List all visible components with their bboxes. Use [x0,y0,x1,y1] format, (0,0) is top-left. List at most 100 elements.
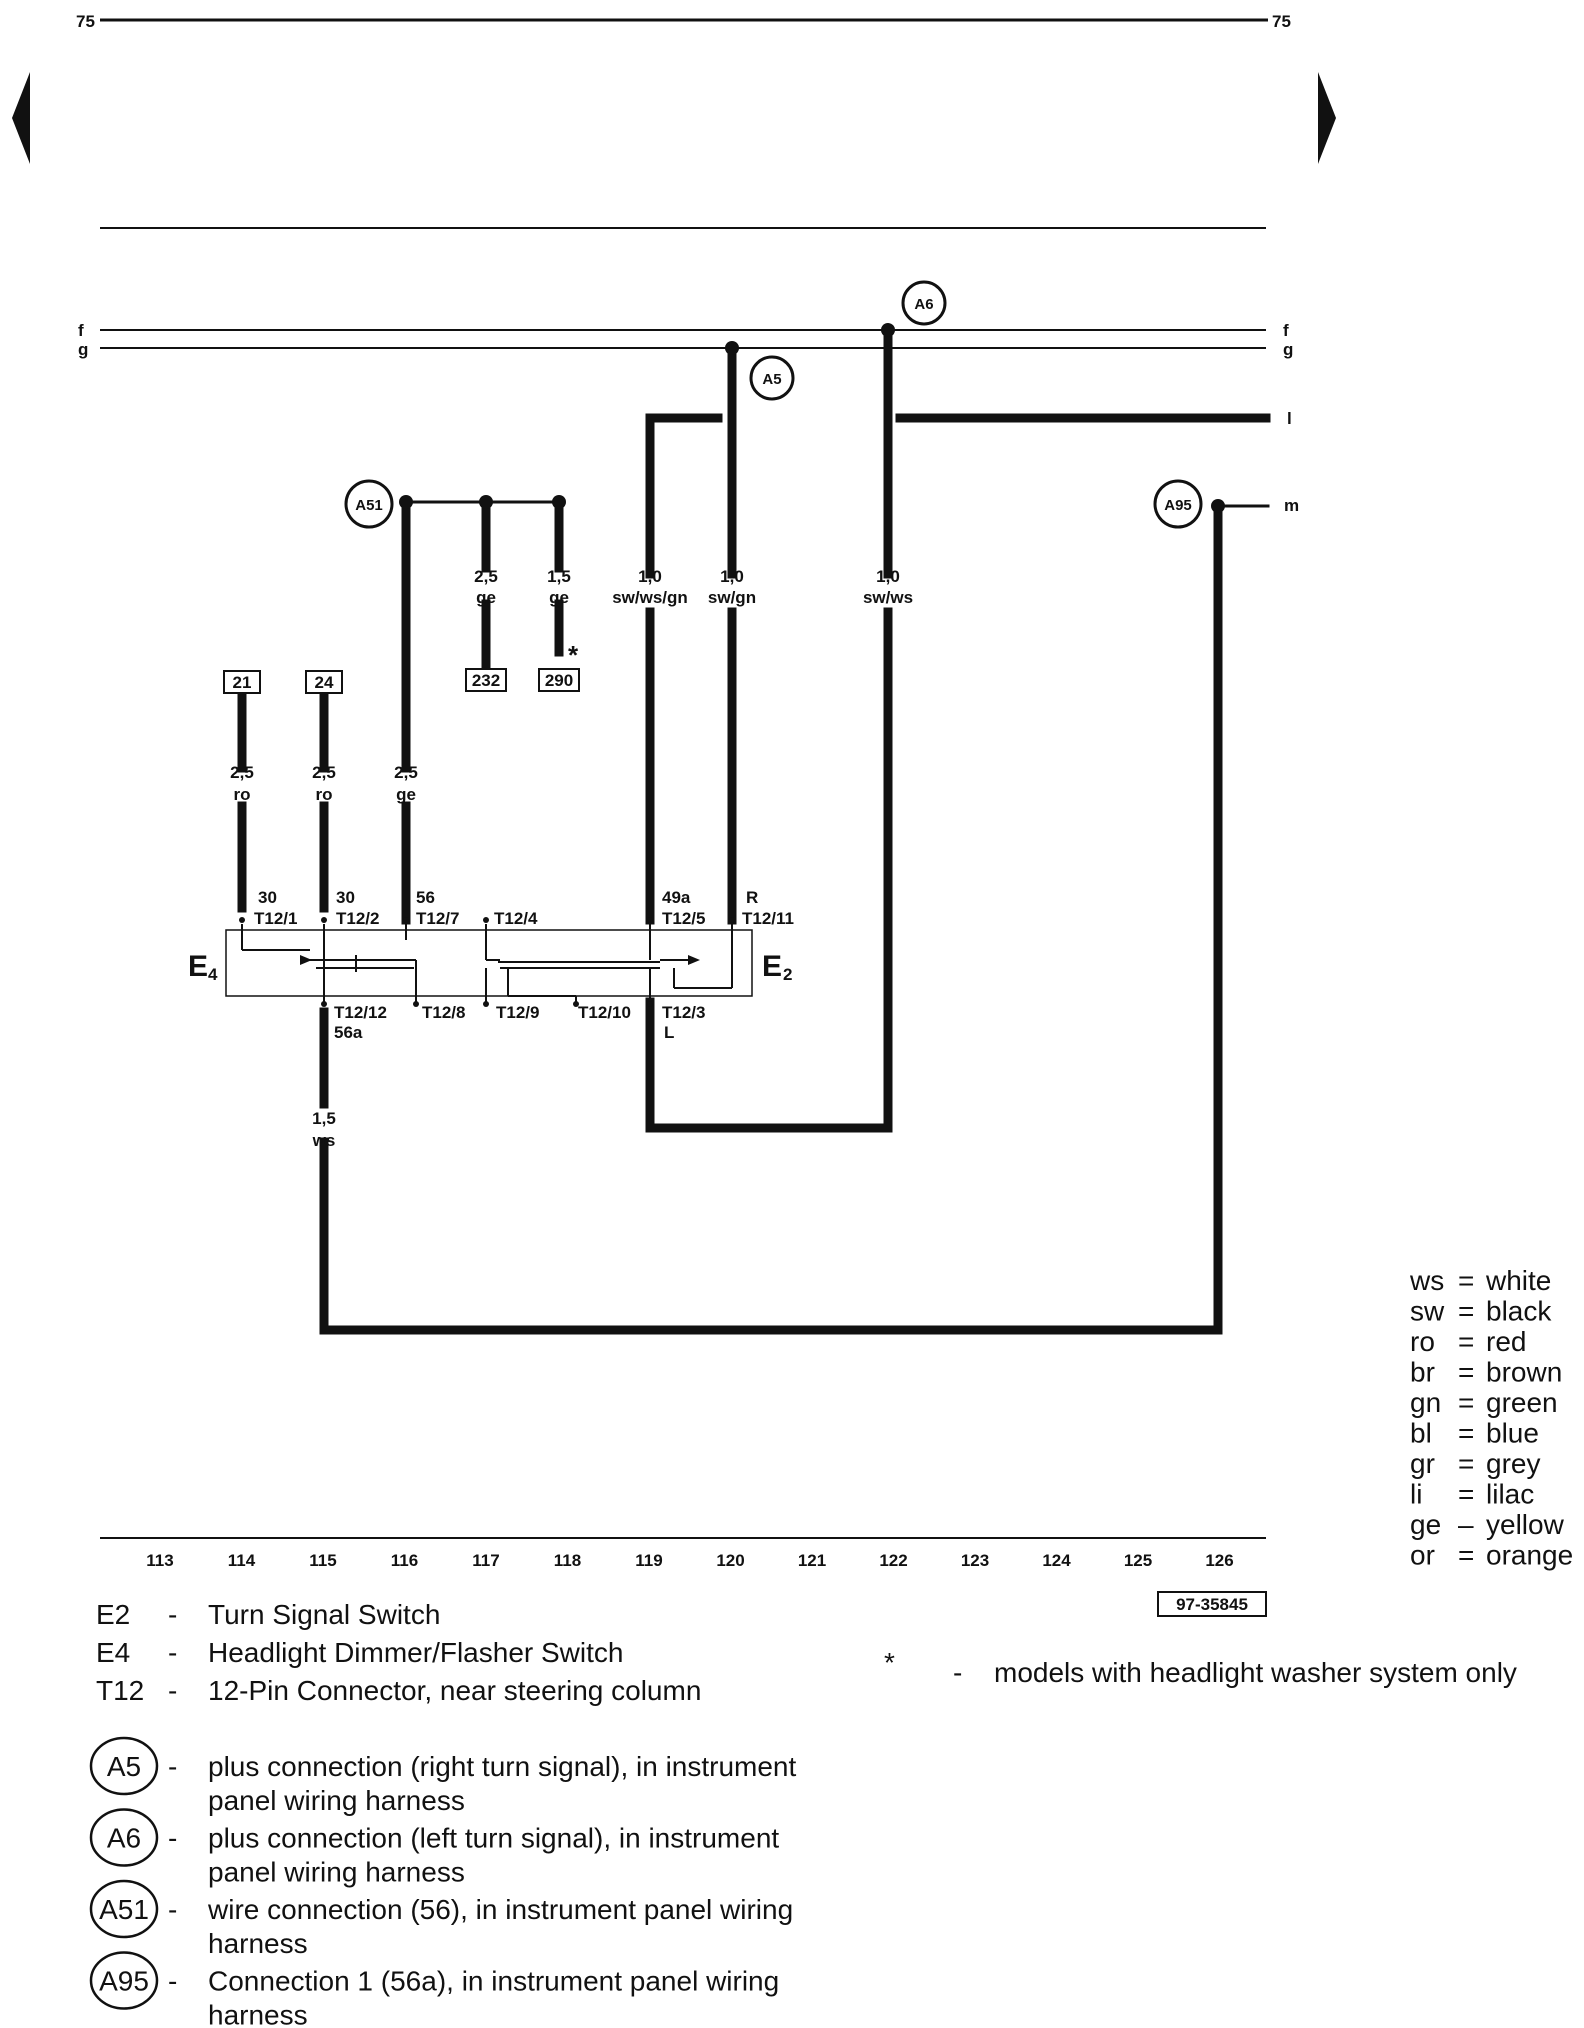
grid-number: 126 [1205,1551,1233,1570]
connection-legend-circle [89,1879,159,1939]
color-equals: = [1458,1540,1474,1571]
wire-24-color: ro [316,785,333,804]
color-code: gn [1410,1387,1441,1418]
pin-t12-7: T12/7 [416,909,459,928]
wire-56a-size: 1,5 [312,1109,336,1128]
pin-t12-5: T12/5 [662,909,705,928]
color-name: blue [1486,1418,1539,1449]
connection-legend-code: A6 [107,1823,141,1854]
color-code: gr [1410,1448,1435,1479]
color-equals: = [1458,1387,1474,1418]
component-e4-subscript: 4 [208,965,218,984]
pin-t12-2: T12/2 [336,909,379,928]
switch-arrows [300,955,700,965]
previous-page-icon[interactable] [12,72,30,164]
connection-a5: A5 [762,371,781,388]
color-code: li [1410,1479,1422,1510]
connection-a51: A51 [355,497,383,514]
grid-number: 121 [798,1551,826,1570]
color-legend: ws=whitesw=blackro=redbr=browngn=greenbl… [1409,1265,1573,1571]
connection-legend-line1: wire connection (56), in instrument pane… [207,1894,793,1925]
pin-t12-7-terminal: 56 [416,888,435,907]
color-equals: = [1458,1326,1474,1357]
color-name: white [1485,1265,1551,1296]
wire-232-size: 2,5 [474,567,498,586]
pin-t12-2-terminal: 30 [336,888,355,907]
pin-t12-10: T12/10 [578,1003,631,1022]
grid-number: 117 [472,1551,499,1570]
top-rule: 75 75 [76,12,1291,31]
figure-id: 97-35845 [1176,1595,1248,1614]
grid-number: 118 [554,1551,581,1570]
wire-232-color: ge [476,588,496,607]
wire-56a-color: ws [312,1131,336,1150]
pin-t12-8: T12/8 [422,1003,465,1022]
connection-legend-line1: Connection 1 (56a), in instrument panel … [208,1966,779,1997]
color-equals: = [1458,1357,1474,1388]
pin-t12-3-terminal: L [664,1023,674,1042]
connection-legend-code: A5 [107,1751,141,1782]
pin-labels: 30 T12/1 30 T12/2 56 T12/7 T12/4 49a T12… [254,888,794,1042]
connection-legend-line2: panel wiring harness [208,1785,465,1816]
grid-number: 114 [228,1551,256,1570]
next-page-icon[interactable] [1318,72,1336,164]
grid-number: 116 [391,1551,418,1570]
color-code: bl [1410,1418,1432,1449]
bus-label-l: l [1287,409,1292,428]
bus-label-g-right: g [1283,340,1293,359]
wire-290-size: 1,5 [547,567,571,586]
junction-dots [399,323,1225,513]
color-code: ro [1410,1326,1435,1357]
color-equals: = [1458,1265,1474,1296]
color-name: grey [1486,1448,1540,1479]
connection-legend: A5-plus connection (right turn signal), … [89,1736,797,2028]
connection-legend-dash: - [168,1751,177,1782]
connection-legend-line1: plus connection (left turn signal), in i… [208,1823,779,1854]
connection-a95: A95 [1164,497,1192,514]
connection-legend-line1: plus connection (right turn signal), in … [208,1751,797,1782]
wire-56-color: ge [396,785,416,804]
color-equals: = [1458,1448,1474,1479]
color-code: ws [1409,1265,1444,1296]
component-e2: E [762,950,782,983]
wire-56-size: 2,5 [394,763,418,782]
color-equals: = [1458,1296,1474,1327]
pin-t12-9: T12/9 [496,1003,539,1022]
ref-232: 232 [472,671,500,690]
color-name: yellow [1486,1509,1565,1540]
connection-legend-circle [89,1808,159,1867]
connection-legend-line2: harness [208,1928,308,1959]
wire-21-size: 2,5 [230,763,254,782]
color-code: ge [1410,1509,1441,1540]
grid-number: 124 [1042,1551,1071,1570]
figure-id-box: 97-35845 [1157,1591,1267,1617]
bus-label-f-right: f [1283,321,1289,340]
component-dash: - [168,1675,177,1706]
wire-290-color: ge [549,588,569,607]
component-code: E4 [96,1637,130,1668]
color-equals: = [1458,1479,1474,1510]
switch-housing: E 4 E 2 [188,929,792,997]
color-name: brown [1486,1357,1562,1388]
color-code: br [1410,1357,1435,1388]
pin-t12-1-terminal: 30 [258,888,277,907]
bus-lines: f g f g l m [78,321,1299,515]
pin-t12-5-terminal: 49a [662,888,691,907]
ref-290: 290 [545,671,573,690]
component-code: T12 [96,1675,144,1706]
pin-t12-4: T12/4 [494,909,538,928]
wire-swgn-color: sw/gn [708,588,756,607]
page-number-left: 75 [76,12,95,31]
pin-t12-12-terminal: 56a [334,1023,363,1042]
pin-t12-12: T12/12 [334,1003,387,1022]
connection-a6: A6 [914,296,933,313]
page-number-right: 75 [1272,12,1291,31]
pin-t12-3: T12/3 [662,1003,705,1022]
bus-label-m: m [1284,496,1299,515]
color-name: red [1486,1326,1526,1357]
footnote-symbol: * [884,1647,895,1678]
component-description: Headlight Dimmer/Flasher Switch [208,1637,623,1668]
color-name: lilac [1486,1479,1534,1510]
color-equals: – [1458,1509,1474,1540]
